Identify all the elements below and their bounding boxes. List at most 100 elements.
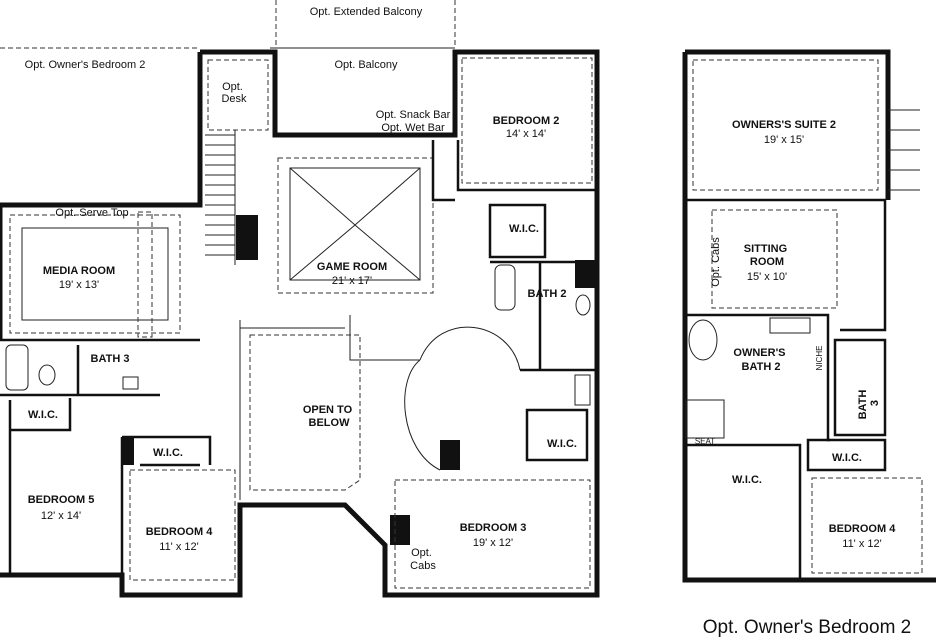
opt-owners-bedroom-2-label: Opt. Owner's Bedroom 2 bbox=[25, 59, 146, 71]
sitting-room-line-2: ROOM bbox=[750, 256, 784, 268]
alt-opt-cabs-label: Opt. Cabs bbox=[710, 237, 722, 287]
opt-desk-line-2: Desk bbox=[221, 93, 247, 105]
alt-exterior-wall bbox=[682, 49, 936, 583]
open-to-below-line-1: OPEN TO bbox=[303, 404, 353, 416]
bedroom-5-dim: 12' x 14' bbox=[41, 510, 81, 522]
bedroom-4-dim: 11' x 12' bbox=[159, 541, 198, 553]
media-room-dim: 19' x 13' bbox=[59, 279, 99, 291]
bedroom-2-ceiling bbox=[461, 57, 593, 184]
sitting-room-line-1: SITTING bbox=[744, 243, 787, 255]
sitting-room-ceiling bbox=[711, 209, 838, 309]
stair-upper bbox=[205, 144, 235, 256]
owners-bath-line-1: OWNER'S bbox=[733, 347, 785, 359]
owners-bath-wall bbox=[685, 313, 830, 442]
alt-bath-3-label: BATH 3 bbox=[857, 387, 881, 420]
game-room-dim: 21' x 17' bbox=[332, 275, 372, 287]
bath-3-sink bbox=[122, 376, 139, 390]
bedroom-4-ceiling bbox=[129, 469, 236, 581]
owners-suite-dim: 19' x 15' bbox=[764, 134, 804, 146]
game-room-name: GAME ROOM bbox=[317, 261, 387, 273]
shower bbox=[685, 399, 725, 439]
bath-3-toilet bbox=[38, 364, 56, 386]
owners-suite-ceiling bbox=[692, 59, 879, 191]
alt-bedroom-4-name: BEDROOM 4 bbox=[829, 523, 897, 535]
extended-balcony-outline bbox=[275, 0, 456, 48]
sitting-room-wall bbox=[685, 198, 887, 332]
sitting-room-dim: 15' x 10' bbox=[747, 271, 787, 283]
alt-wic-walls bbox=[685, 438, 887, 580]
bedroom-3-ceiling bbox=[394, 479, 591, 589]
wic-bed4-label: W.I.C. bbox=[153, 447, 183, 459]
bedroom-5-wall bbox=[8, 398, 72, 575]
alt-bedroom-4-dim: 11' x 12' bbox=[842, 538, 881, 550]
serve-top-outline bbox=[137, 211, 153, 338]
alt-bedroom-4-ceiling bbox=[811, 477, 923, 574]
bath-2-vanity bbox=[574, 374, 591, 406]
bath-3-tub bbox=[5, 344, 29, 391]
alt-stair bbox=[888, 109, 920, 191]
snack-bar-wall bbox=[431, 140, 455, 202]
opt-desk-line-1: Opt. bbox=[222, 81, 243, 93]
opt-serve-top-label: Opt. Serve Top bbox=[55, 207, 128, 219]
plan-caption: Opt. Owner's Bedroom 2 bbox=[703, 617, 912, 638]
bedroom-2-dim: 14' x 14' bbox=[506, 128, 546, 140]
bedroom-3-column bbox=[390, 515, 410, 545]
bath-3-wall bbox=[0, 338, 200, 397]
bedroom-4-column bbox=[122, 437, 134, 465]
seat-label: SEAT bbox=[695, 437, 715, 446]
opt-extended-balcony-label: Opt. Extended Balcony bbox=[310, 6, 423, 18]
alt-bath-3-line-2: 3 bbox=[869, 400, 881, 406]
alt-wic-suite-label: W.I.C. bbox=[732, 474, 762, 486]
open-to-below-outline bbox=[249, 334, 361, 491]
opt-cabs-line-2: Cabs bbox=[410, 560, 436, 572]
wic-bed3-wall bbox=[525, 408, 589, 462]
opt-desk-label: Opt. Desk bbox=[221, 81, 247, 105]
open-to-below-line-2: BELOW bbox=[309, 417, 351, 429]
wall-column bbox=[236, 215, 258, 260]
bedroom-2-name: BEDROOM 2 bbox=[493, 115, 560, 127]
desk-outline bbox=[207, 59, 269, 131]
media-room-tray bbox=[21, 227, 169, 321]
sitting-room-name: SITTING ROOM bbox=[744, 243, 790, 268]
opt-wet-bar-label: Opt. Wet Bar bbox=[381, 122, 445, 134]
bath-3-label: BATH 3 bbox=[91, 353, 130, 365]
bedroom-4-name: BEDROOM 4 bbox=[146, 526, 214, 538]
bath-2-label: BATH 2 bbox=[528, 288, 567, 300]
opt-cabs-line-1: Opt. bbox=[411, 547, 432, 559]
game-room-ceiling bbox=[277, 157, 434, 294]
bedroom-5-name: BEDROOM 5 bbox=[28, 494, 95, 506]
wic-bed3-label: W.I.C. bbox=[547, 438, 577, 450]
main-exterior-wall bbox=[0, 49, 600, 598]
owners-bath-name: OWNER'S BATH 2 bbox=[733, 347, 788, 373]
open-to-below-label: OPEN TO BELOW bbox=[303, 404, 355, 429]
wic-bed2-label: W.I.C. bbox=[509, 223, 539, 235]
wic-bed2-wall bbox=[488, 203, 547, 259]
opt-snack-bar-label: Opt. Snack Bar bbox=[376, 109, 451, 121]
bath-vanity bbox=[769, 317, 811, 334]
owners-bath-line-2: BATH 2 bbox=[742, 361, 781, 373]
opt-balcony-label: Opt. Balcony bbox=[335, 59, 398, 71]
media-room-ceiling bbox=[9, 214, 181, 334]
bedroom-3-name: BEDROOM 3 bbox=[460, 522, 527, 534]
alt-bath-3-line-1: BATH bbox=[857, 390, 869, 420]
media-room-name: MEDIA ROOM bbox=[43, 265, 115, 277]
spiral-stair bbox=[404, 326, 521, 471]
alt-bath-3-wall bbox=[833, 338, 887, 437]
bath-2-column bbox=[575, 260, 597, 288]
main-exterior-wall-west bbox=[0, 52, 203, 340]
bath-2-tub bbox=[494, 264, 516, 311]
open-to-below-rail bbox=[239, 315, 420, 500]
game-room-tray bbox=[289, 167, 421, 281]
bedroom-2-wall bbox=[456, 140, 597, 192]
opt-cabs-bed3-label: Opt. Cabs bbox=[410, 547, 436, 572]
stair-rail bbox=[205, 130, 236, 265]
owners-bath-tub bbox=[688, 319, 718, 361]
wic-bed5-label: W.I.C. bbox=[28, 409, 58, 421]
niche-label: NICHE bbox=[815, 346, 824, 371]
alt-wic-bed4-label: W.I.C. bbox=[832, 452, 862, 464]
stair-column bbox=[440, 440, 460, 470]
bath-2-toilet bbox=[575, 294, 591, 316]
bedroom-3-dim: 19' x 12' bbox=[473, 537, 513, 549]
game-room-ceiling-lines bbox=[289, 167, 421, 281]
